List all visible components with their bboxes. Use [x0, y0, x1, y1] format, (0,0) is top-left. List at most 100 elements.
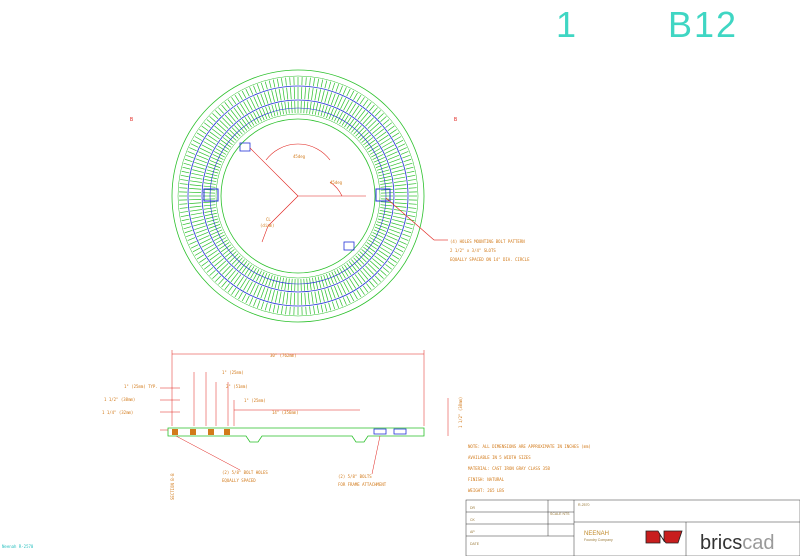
grate-slot	[380, 247, 391, 255]
note-line-4: FINISH: NATURAL	[468, 477, 505, 482]
grate-slot	[201, 144, 213, 151]
grate-slot	[207, 221, 220, 226]
grate-slot	[201, 241, 213, 248]
grate-slot	[337, 96, 343, 108]
grate-slot	[307, 292, 310, 305]
grate-slot	[204, 122, 211, 128]
grate-slot	[389, 228, 401, 234]
grate-slot	[193, 165, 205, 170]
grate-slot	[385, 147, 397, 154]
grate-slot	[190, 244, 199, 249]
grate-slot	[391, 165, 403, 170]
grate-slot	[198, 235, 210, 241]
grate-slot	[199, 147, 211, 154]
grate-slot	[339, 298, 343, 307]
grate-slot	[305, 77, 307, 86]
grate-slot	[236, 105, 245, 116]
grate-slot	[189, 188, 202, 190]
grate-slot	[184, 158, 193, 163]
grate-slot	[234, 125, 243, 135]
grate-slot	[324, 91, 329, 103]
grate-slot	[249, 97, 256, 109]
grate-slot	[182, 166, 191, 170]
grate-slot	[356, 289, 362, 298]
grate-slot	[346, 118, 355, 130]
logo-brics: brics	[700, 532, 743, 554]
grate-slot	[194, 251, 203, 256]
grate-slot	[274, 276, 279, 289]
grate-slot	[374, 128, 385, 137]
dim-left-1: 1" (25mm) TYP.	[124, 384, 158, 389]
grate-slot	[326, 106, 331, 119]
grate-slot	[393, 251, 402, 256]
tb-company: NEENAH	[584, 531, 609, 537]
grate-slot	[392, 219, 404, 223]
grate-slot	[346, 88, 351, 97]
grate-slot	[205, 172, 218, 177]
grate-slot	[265, 273, 270, 286]
grate-slot	[205, 212, 217, 217]
grate-slot	[361, 249, 371, 258]
grate-slot	[244, 264, 252, 275]
grate-slot	[374, 226, 387, 232]
grate-slot	[278, 291, 282, 304]
section-dimensions	[160, 350, 449, 475]
grate-slot	[253, 269, 260, 281]
grate-slot	[246, 281, 253, 293]
grate-slot	[181, 218, 190, 222]
grate-slot	[353, 125, 362, 135]
grate-slot	[353, 291, 358, 300]
grate-slot	[335, 84, 340, 92]
grate-slot	[268, 303, 272, 312]
note-line-5: WEIGHT: 265 LBS	[468, 488, 505, 493]
grate-slot	[330, 93, 336, 105]
grate-slot	[372, 232, 384, 238]
grate-slot	[241, 262, 250, 274]
grate-slot	[239, 261, 248, 272]
grate-slot	[321, 290, 325, 302]
grate-slot	[377, 113, 384, 120]
dim-overall: 30" (762mm)	[270, 353, 297, 358]
grate-slot	[328, 81, 332, 90]
grate-slot	[306, 101, 309, 114]
grate-slot	[303, 278, 305, 291]
grate-slot	[211, 157, 223, 163]
grate-slot	[328, 107, 334, 120]
grate-slot	[205, 137, 216, 145]
grate-slot	[313, 78, 315, 87]
grate-slot	[241, 90, 247, 99]
grate-slot	[227, 285, 234, 293]
dim-left-2: 1 1/2" (38mm)	[104, 397, 135, 402]
grate-slot	[234, 94, 240, 103]
grate-slot	[231, 287, 237, 295]
grate-slot	[339, 85, 343, 94]
grate-slot	[316, 78, 320, 87]
grate-slot	[189, 205, 202, 208]
grate-slot	[382, 267, 390, 273]
grate-slot	[407, 211, 416, 213]
grate-slot	[340, 283, 347, 295]
grate-slot	[215, 237, 227, 244]
grate-slot	[219, 120, 229, 129]
grate-slot	[366, 283, 372, 290]
tb-dwg-label: R-2570	[578, 503, 590, 507]
grate-slot	[192, 139, 201, 145]
grate-slot	[335, 300, 340, 308]
blue-rings	[187, 85, 409, 307]
grate-slot	[402, 154, 410, 159]
grate-slot	[196, 232, 209, 238]
grate-slot	[378, 134, 389, 143]
grate-slot	[320, 275, 325, 288]
grate-slot	[374, 255, 385, 264]
grate-slot	[268, 105, 273, 118]
grate-slot	[343, 281, 350, 293]
side-label: SECTION B-B	[170, 473, 175, 500]
note-left-2: EQUALLY SPACED	[222, 478, 256, 483]
grate-slot	[378, 172, 391, 177]
grate-slot	[380, 185, 393, 188]
grate-slot	[206, 169, 219, 174]
grate-slot	[336, 269, 343, 281]
grate-slot	[366, 142, 377, 150]
grate-slot	[277, 103, 282, 115]
grate-slot	[403, 229, 412, 234]
